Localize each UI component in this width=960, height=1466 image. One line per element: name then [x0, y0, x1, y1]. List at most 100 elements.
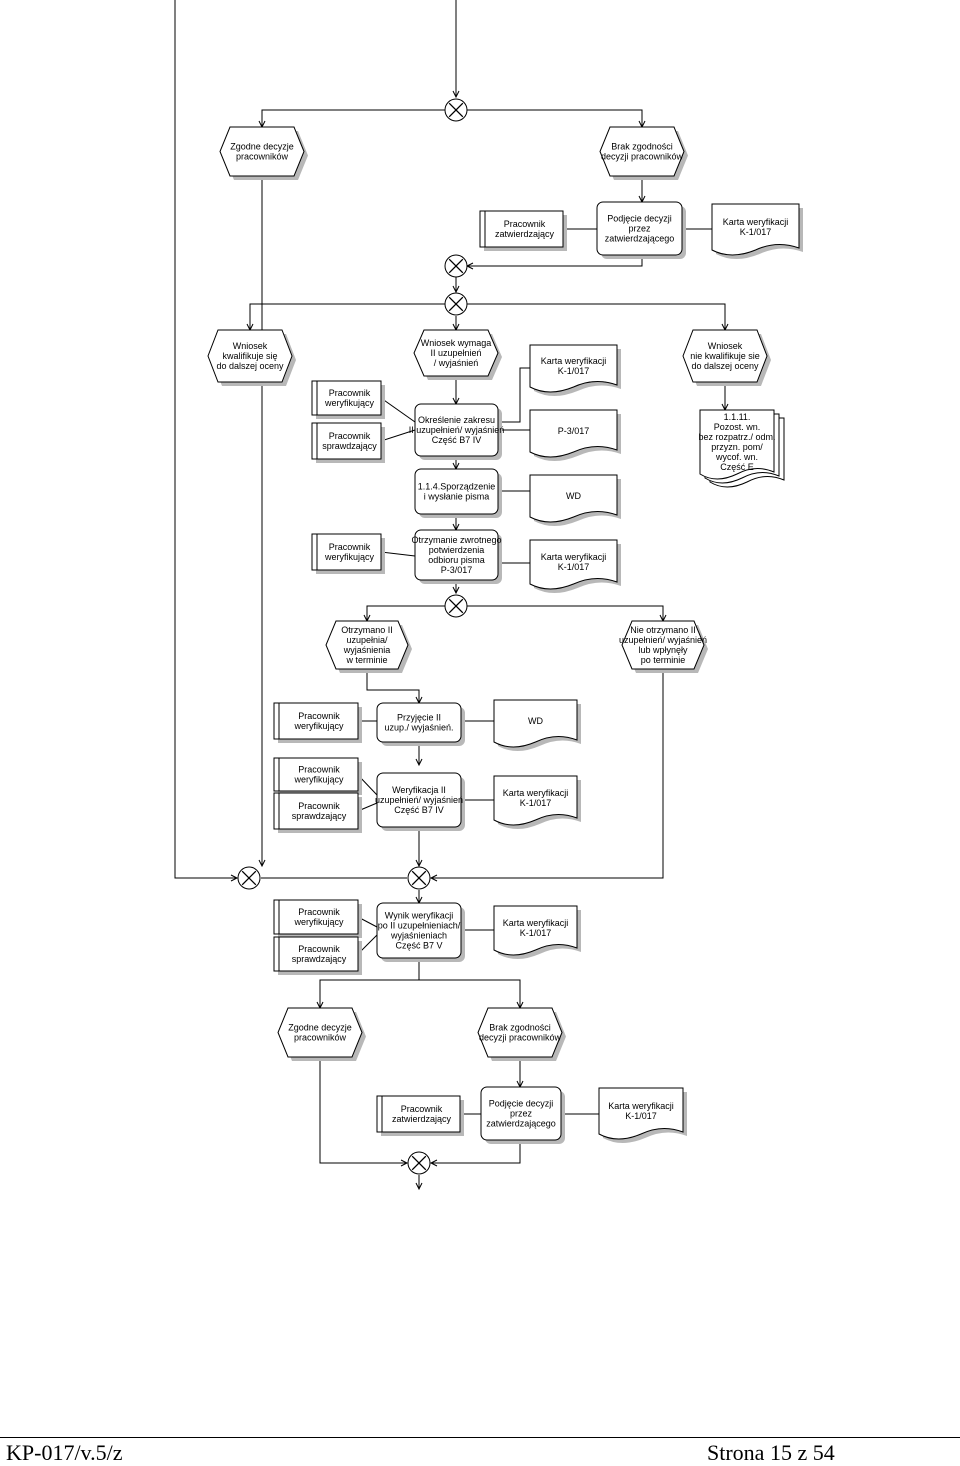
page-number: Strona 15 z 54 — [707, 1440, 835, 1465]
edge-xor3-left — [249, 303, 445, 330]
arrowhead-f8-xor — [429, 1159, 438, 1167]
edge-xor3-right — [467, 303, 726, 330]
edge-f7-split-right — [419, 979, 521, 1008]
xor-connector-7 — [407, 1151, 431, 1175]
edge-xor4-right — [467, 605, 664, 621]
edge-f7-split — [319, 958, 420, 1008]
edge-xor1-left — [261, 109, 445, 127]
document-d3: P-3/017 — [529, 409, 621, 461]
arrowhead-xor-xor — [452, 285, 460, 294]
arrowhead-top-in — [452, 90, 460, 99]
edge-xor4-left — [366, 605, 445, 621]
document-d4: WD — [529, 474, 621, 526]
connector-lines — [174, 0, 729, 1191]
edge-f8-xor — [431, 1140, 521, 1164]
document-label-d3: P-3/017 — [558, 426, 590, 436]
document-label-d5: 1.1.11.Pozost. wn.bez rozpatrz./ odm.prz… — [698, 412, 775, 472]
edge-e6-f5 — [366, 669, 420, 703]
xor-connector-5 — [237, 866, 261, 890]
edge-left-loop — [174, 0, 237, 879]
xor-connector-2 — [444, 254, 468, 278]
xor-connector-6 — [407, 866, 431, 890]
xor-connector-4 — [444, 594, 468, 618]
arrowhead-e1-down — [258, 859, 266, 868]
document-code: KP-017/v.5/z — [6, 1440, 123, 1465]
edge-r3-f2 — [380, 429, 416, 442]
edge-e8-xor — [319, 1057, 407, 1164]
document-label-d4: WD — [566, 491, 581, 501]
document-label-d7: WD — [528, 716, 543, 726]
arrowhead-e8-xor — [400, 1159, 409, 1167]
document-d7: WD — [493, 699, 581, 751]
edge-e7-down — [431, 669, 664, 879]
edge-r4-f4 — [380, 551, 416, 557]
footer-divider — [0, 1437, 960, 1438]
arrowhead-left-loop — [230, 874, 239, 882]
edge-xor1-right — [467, 109, 643, 127]
xor-connectors — [237, 98, 468, 1175]
edge-r2-f2 — [380, 397, 416, 423]
xor-connector-3 — [444, 292, 468, 316]
